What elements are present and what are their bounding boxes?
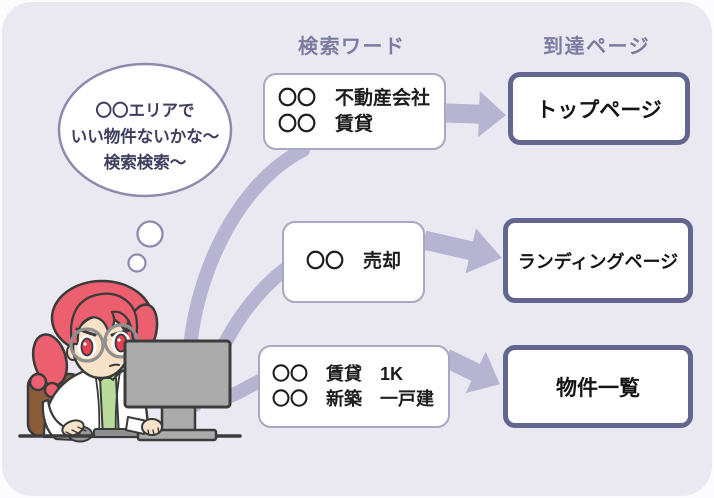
right-hand	[125, 416, 163, 436]
keyword-line: 〇〇 売却	[305, 251, 401, 273]
arrival-page-column-header: 到達ページ	[543, 36, 651, 58]
eyes	[77, 331, 131, 359]
page-box-label: 物件一覧	[556, 376, 640, 400]
thought-bubble-line: 〇〇エリアで	[95, 102, 195, 120]
keyword-line: 〇〇 新築 一戸建	[272, 389, 434, 409]
thought-bubble	[57, 62, 233, 273]
mouth	[109, 363, 120, 367]
search-word-column-header: 検索ワード	[298, 36, 406, 58]
keyword-box-middle: 〇〇 売却	[282, 221, 425, 303]
keyword-box-top: 〇〇 不動産会社 〇〇 賃貸	[263, 73, 446, 150]
keyword-line: 〇〇 賃貸 1K	[272, 363, 404, 384]
arrow-icon-bottom	[441, 349, 500, 394]
page-box-label: ランディングページ	[517, 251, 679, 272]
hair-fringe	[70, 292, 139, 348]
arrow-icon-top	[445, 91, 506, 138]
keyword-line: 〇〇 不動産会社	[278, 87, 431, 109]
thought-bubble-dot-large	[136, 220, 164, 248]
thought-bubble-shape	[57, 62, 233, 198]
thought-bubble-line: いい物件ないかな〜	[70, 128, 220, 146]
keyword-box-bottom: 〇〇 賃貸 1K 〇〇 新築 一戸建	[258, 345, 450, 428]
arrow-icon-middle	[421, 228, 502, 274]
page-box-middle: ランディングページ	[503, 218, 693, 303]
page-box-top: トップページ	[508, 72, 690, 145]
page-box-label: トップページ	[536, 98, 662, 122]
keyword-line: 〇〇 賃貸	[278, 113, 374, 135]
thought-bubble-text: 〇〇エリアで いい物件ないかな〜 検索検索〜	[53, 98, 237, 176]
thought-bubble-line: 検索検索〜	[103, 154, 187, 172]
page-box-bottom: 物件一覧	[503, 345, 693, 428]
person-at-computer-illustration	[18, 279, 242, 443]
flow-arrows	[421, 91, 506, 394]
left-hand	[61, 419, 87, 437]
thought-bubble-dot-small	[127, 253, 147, 273]
